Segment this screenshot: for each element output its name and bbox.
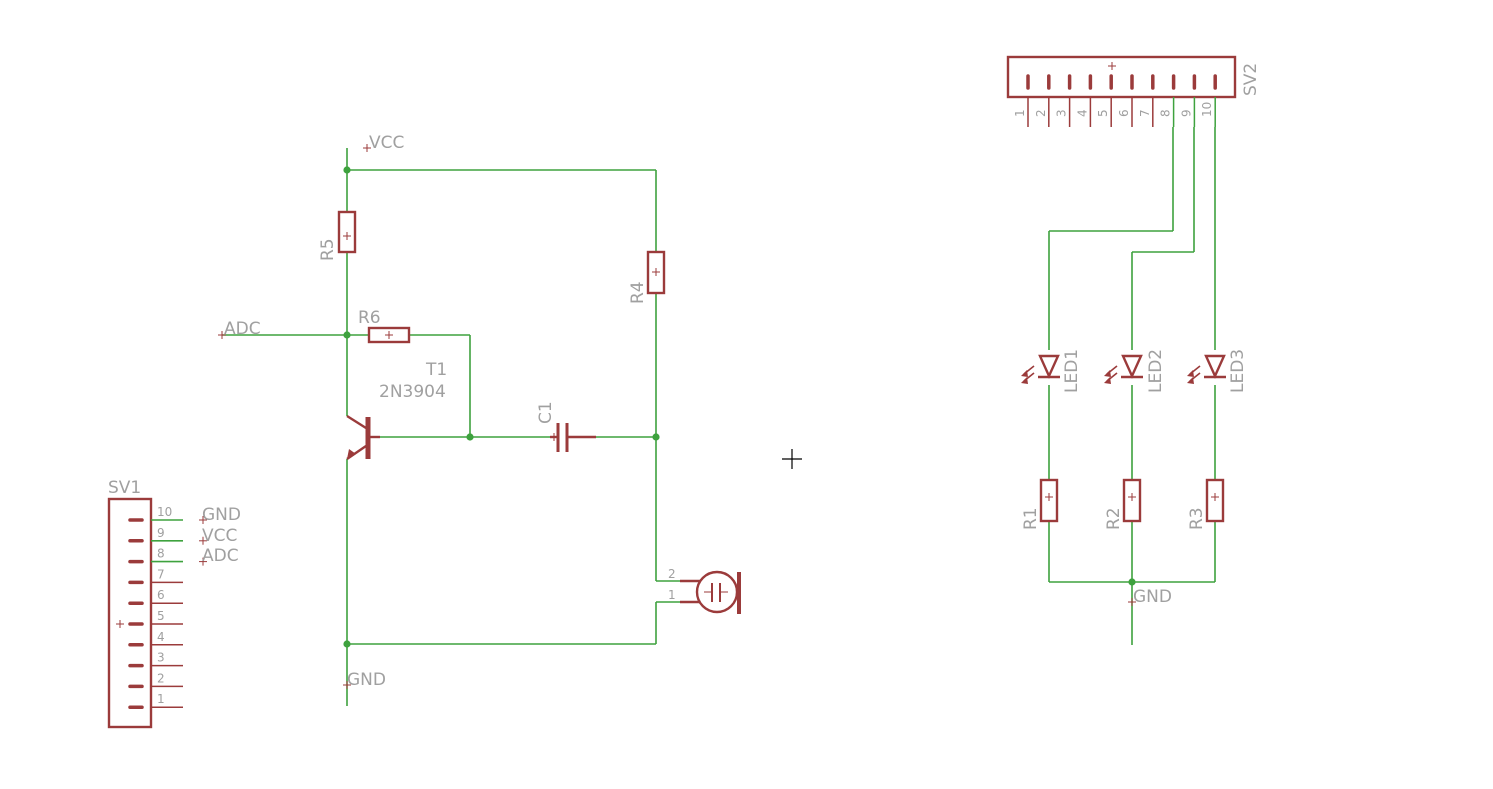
resistor-r3[interactable]: R3: [1187, 478, 1225, 530]
resistor-r4[interactable]: R4: [628, 250, 666, 304]
sv2-pin-9[interactable]: 9: [1179, 74, 1197, 127]
sv2-pin-5[interactable]: 5: [1096, 74, 1113, 127]
sv2-pin-6[interactable]: 6: [1117, 74, 1134, 127]
gnd-supply-symbol-right[interactable]: GND: [1128, 587, 1172, 607]
sv2-pin-10[interactable]: 10: [1200, 74, 1217, 127]
capacitor-c1[interactable]: C1: [536, 401, 596, 452]
r2-label: R2: [1104, 507, 1124, 530]
mic-pin-2-label: 2: [668, 567, 676, 581]
sv1-pin-number: 7: [157, 567, 165, 581]
connector-sv1[interactable]: SV1 10 9 8 7 6 5 4 3 2 1 GND VCC ADC: [107, 478, 241, 729]
r3-label: R3: [1187, 507, 1207, 530]
sv1-pin-number: 6: [157, 588, 165, 602]
sv1-pin-group: 10 9 8 7 6 5 4 3 2 1: [128, 505, 207, 709]
sv1-pin-5[interactable]: 5: [128, 609, 183, 626]
sv2-pin-number: 9: [1179, 109, 1193, 117]
sv2-pin-number: 8: [1159, 109, 1173, 117]
led2-label: LED2: [1146, 349, 1166, 393]
sv2-pin-number: 6: [1117, 109, 1131, 117]
sv1-pin-number: 3: [157, 651, 165, 665]
left-junctions: [343, 166, 660, 648]
sv2-pin-number: 5: [1096, 109, 1110, 117]
gnd-supply-symbol-left[interactable]: GND: [343, 670, 386, 690]
resistor-r2[interactable]: R2: [1104, 478, 1142, 530]
sv1-pin-number: 10: [157, 505, 172, 519]
mic-pin-1-label: 1: [668, 588, 676, 602]
sv2-pin-8[interactable]: 8: [1159, 74, 1176, 127]
sv1-net-adc-label: ADC: [202, 546, 239, 566]
led1-label: LED1: [1062, 349, 1082, 393]
sv2-pin-number: 1: [1013, 109, 1027, 117]
transistor-t1[interactable]: T1 2N3904: [346, 360, 447, 460]
resistor-r1[interactable]: R1: [1021, 478, 1059, 530]
sv1-pin-1[interactable]: 1: [128, 692, 183, 709]
sv1-pin-10[interactable]: 10: [128, 505, 207, 524]
sv1-pin-number: 9: [157, 526, 165, 540]
gnd-label-right: GND: [1133, 587, 1172, 607]
sv2-pin-number: 10: [1200, 102, 1214, 117]
sv1-pin-9[interactable]: 9: [128, 526, 207, 545]
sv1-pin-number: 8: [157, 547, 165, 561]
vcc-label: VCC: [369, 133, 404, 153]
sv1-pin-number: 1: [157, 692, 165, 706]
sv2-pin-3[interactable]: 3: [1055, 74, 1072, 127]
sv2-pin-2[interactable]: 2: [1034, 74, 1051, 127]
led-led2[interactable]: LED2: [1104, 349, 1166, 393]
sv2-pin-7[interactable]: 7: [1138, 74, 1155, 127]
resistor-r5[interactable]: R5: [318, 210, 357, 261]
r6-label: R6: [358, 308, 381, 328]
sv2-pin-1[interactable]: 1: [1013, 74, 1030, 127]
t1-label: T1: [425, 360, 447, 380]
vcc-supply-symbol[interactable]: VCC: [363, 133, 404, 153]
microphone-component[interactable]: 2 1: [668, 567, 741, 614]
led-led3[interactable]: LED3: [1187, 349, 1248, 393]
sv2-pin-number: 2: [1034, 109, 1048, 117]
crosshair-icon: [782, 449, 802, 469]
c1-label: C1: [536, 401, 556, 424]
gnd-label-left: GND: [347, 670, 386, 690]
adc-net-label[interactable]: ADC: [218, 319, 261, 339]
t1-part-label: 2N3904: [379, 382, 446, 402]
sv1-pin-number: 2: [157, 671, 165, 685]
sv2-label: SV2: [1241, 63, 1261, 96]
sv1-label: SV1: [108, 478, 141, 498]
sv1-pin-4[interactable]: 4: [128, 630, 183, 647]
resistor-r6[interactable]: R6: [358, 308, 411, 344]
sv2-pin-4[interactable]: 4: [1075, 74, 1093, 127]
r4-label: R4: [628, 281, 648, 304]
adc-label: ADC: [224, 319, 261, 339]
sv1-pin-number: 5: [157, 609, 165, 623]
sv1-pin-8[interactable]: 8: [128, 547, 207, 566]
sv2-pin-number: 3: [1055, 109, 1069, 117]
left-circuit-wires: [222, 148, 697, 706]
r1-label: R1: [1021, 507, 1041, 530]
sv1-pin-2[interactable]: 2: [128, 671, 183, 689]
sv1-pin-6[interactable]: 6: [128, 588, 183, 605]
sv1-net-vcc-label: VCC: [202, 526, 237, 546]
sv1-net-gnd-label: GND: [202, 505, 241, 525]
led-led1[interactable]: LED1: [1021, 349, 1082, 393]
led3-label: LED3: [1228, 349, 1248, 393]
sv2-pin-number: 7: [1138, 109, 1152, 117]
r5-label: R5: [318, 238, 338, 261]
sv2-pin-number: 4: [1075, 109, 1089, 117]
sv1-pin-number: 4: [157, 630, 165, 644]
right-junctions: [1128, 578, 1136, 586]
sv1-pin-7[interactable]: 7: [128, 567, 183, 585]
sv1-pin-3[interactable]: 3: [128, 651, 183, 668]
